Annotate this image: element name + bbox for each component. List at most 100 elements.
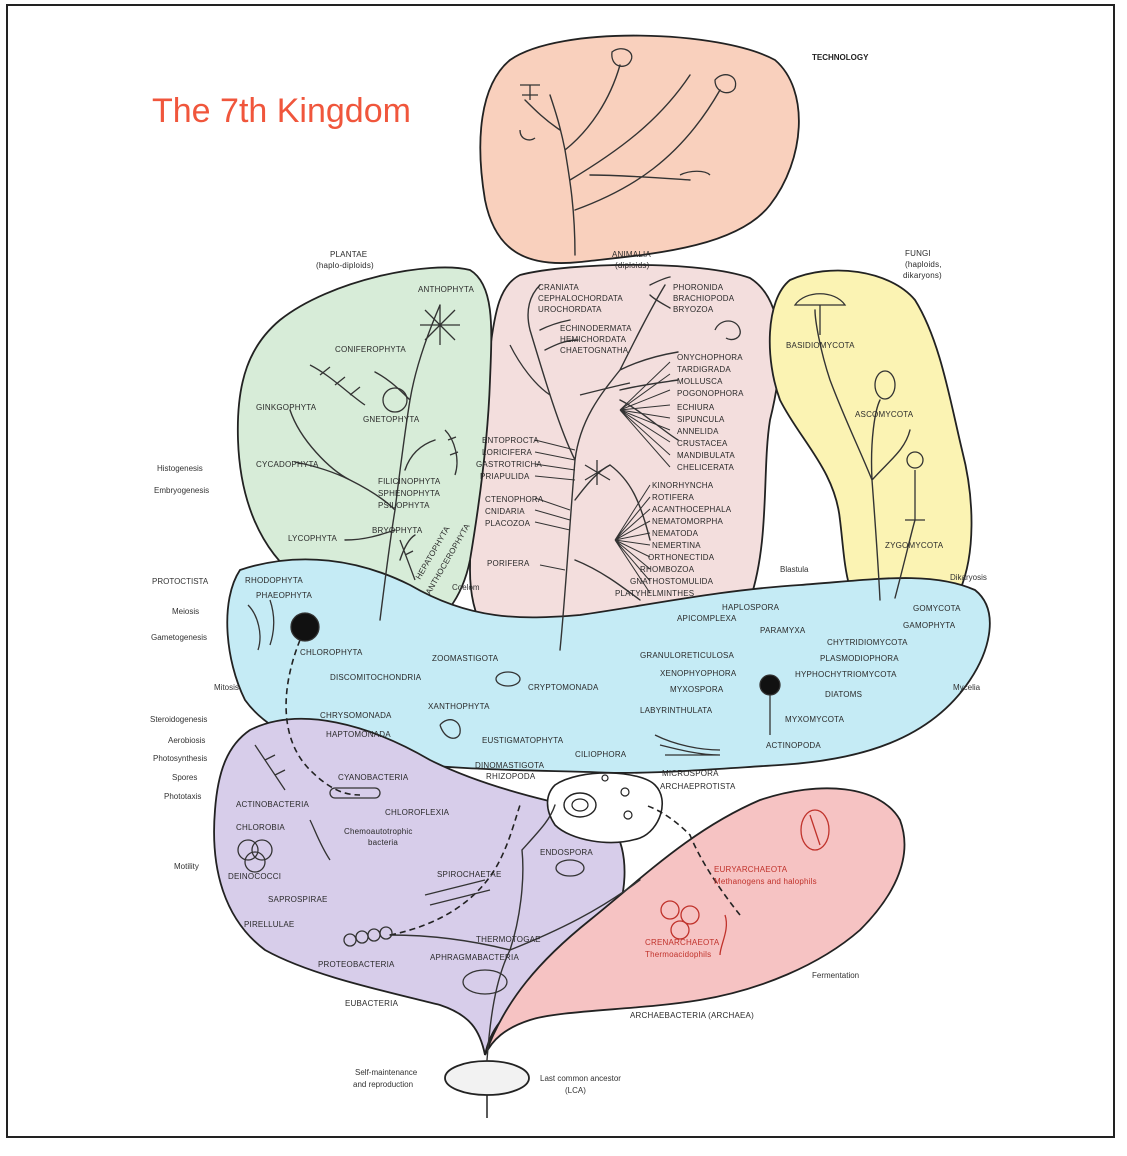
label-phototaxis: Phototaxis [164,792,201,801]
page-title: The 7th Kingdom [152,92,411,130]
label-aerobiosis: Aerobiosis [168,736,205,745]
eubacteria-phyla: CYANOBACTERIA ACTINOBACTERIA CHLOROFLEXI… [228,773,593,969]
phylum-label: ANNELIDA [677,427,719,436]
phylum-label: PLASMODIOPHORA [820,654,899,663]
phylum-label: BRACHIOPODA [673,294,735,303]
phylum-label: DINOMASTIGOTA [475,761,545,770]
kingdom-technology: TECHNOLOGY [812,53,869,62]
phylum-label: CHLOROFLEXIA [385,808,450,817]
phylum-label: CNIDARIA [485,507,525,516]
archaebacteria-blob [484,787,906,1056]
phylum-label: POGONOPHORA [677,389,744,398]
label-steroidogenesis: Steroidogenesis [150,715,207,724]
technology-branches [524,64,721,256]
phylum-label: XENOPHYOPHORA [660,669,737,678]
kingdom-plantae: PLANTAE [330,250,367,259]
kingdom-archaebacteria: ARCHAEBACTERIA (ARCHAEA) [630,1011,754,1020]
phylum-label: MANDIBULATA [677,451,735,460]
phylum-label: CONIFEROPHYTA [335,345,406,354]
phylum-label: Chemoautotrophic [344,827,413,836]
phylum-label: CHAETOGNATHA [560,346,629,355]
phylum-label: ARCHAEPROTISTA [660,782,736,791]
phylum-label: DIATOMS [825,690,862,699]
phylum-label: BRYOZOA [673,305,714,314]
eukaryote-cell [546,772,664,844]
label-mitosis: Mitosis [214,683,239,692]
phylum-label: ANTHOPHYTA [418,285,475,294]
phylum-label: EURYARCHAEOTA [714,865,788,874]
phylum-label: LORICIFERA [482,448,532,457]
organelle-icon [601,774,609,782]
phylum-label: CRYPTOMONADA [528,683,599,692]
phylum-label: DEINOCOCCI [228,872,281,881]
phylum-label: APICOMPLEXA [677,614,737,623]
phylum-label: GRANULORETICULOSA [640,651,735,660]
phylum-label: THERMOTOGAE [476,935,541,944]
phylum-label: ACTINOBACTERIA [236,800,309,809]
phylum-label: PLATYHELMINTHES [615,589,694,598]
phylum-label: PIRELLULAE [244,920,294,929]
phylum-label: Methanogens and halophils [714,877,817,886]
kingdom-fungi-sub2: dikaryons) [903,271,942,280]
label-lca-abbr: (LCA) [565,1086,586,1095]
animalia-phyla: CRANIATA CEPHALOCHORDATA UROCHORDATA PHO… [476,283,744,598]
phylum-label: Thermoacidophils [645,950,711,959]
label-embryogenesis: Embryogenesis [154,486,209,495]
phylum-label: LYCOPHYTA [288,534,338,543]
phylum-label: ENDOSPORA [540,848,593,857]
phylum-label: bacteria [368,838,398,847]
phylum-label: CTENOPHORA [485,495,544,504]
label-fermentation: Fermentation [812,971,859,980]
phylum-label: PARAMYXA [760,626,806,635]
phylum-label: GINKGOPHYTA [256,403,317,412]
phylum-label: CRUSTACEA [677,439,728,448]
plantae-branches [289,304,441,621]
phylum-label: PLACOZOA [485,519,531,528]
label-blastula: Blastula [780,565,809,574]
label-mycelia: Mycelia [953,683,981,692]
phylum-label: PORIFERA [487,559,530,568]
phylum-label: GAMOPHYTA [903,621,956,630]
phylum-label: DISCOMITOCHONDRIA [330,673,422,682]
phylum-label: ECHINODERMATA [560,324,632,333]
label-coelom: Coelom [452,583,480,592]
organelle-icon [620,787,630,797]
phylum-label: KINORHYNCHA [652,481,714,490]
phylum-label: ACTINOPODA [766,741,821,750]
phylum-label: CYCADOPHYTA [256,460,319,469]
plantae-blob [236,266,493,632]
phylum-label: HYPHOCHYTRIOMYCOTA [795,670,897,679]
phylum-label: ECHIURA [677,403,715,412]
phylum-label: MICROSPORA [662,769,719,778]
phylum-label: SPHENOPHYTA [378,489,441,498]
label-lca: Last common ancestor [540,1074,621,1083]
label-self-maintenance: Self-maintenance [355,1068,418,1077]
protoctista-phyla: RHODOPHYTA PHAEOPHYTA CHLOROPHYTA HAPLOS… [245,576,961,791]
label-dikaryosis: Dikaryosis [950,573,987,582]
phylum-label: MYXOSPORA [670,685,724,694]
phylum-label: PSILOPHYTA [378,501,430,510]
endosymbiosis-line-1 [285,639,361,796]
nucleolus-icon [571,798,589,812]
label-reproduction: and reproduction [353,1080,413,1089]
phylum-label: CHELICERATA [677,463,734,472]
phylum-label: ACANTHOCEPHALA [652,505,732,514]
organelle-icon [623,810,633,820]
phylum-label: CHRYSOMONADA [320,711,392,720]
phylum-label: RHIZOPODA [486,772,536,781]
phylum-label: ASCOMYCOTA [855,410,914,419]
organism-sketches [237,48,925,995]
phylum-label: HAPTOMONADA [326,730,391,739]
label-meiosis: Meiosis [172,607,199,616]
phylum-label: ZOOMASTIGOTA [432,654,499,663]
bacteria-branches [389,804,641,1061]
phylum-label: MYXOMYCOTA [785,715,845,724]
phylum-label: SAPROSPIRAE [268,895,328,904]
phylum-label: CYANOBACTERIA [338,773,409,782]
phylum-label: XANTHOPHYTA [428,702,490,711]
phylum-label: MOLLUSCA [677,377,723,386]
label-photosynthesis: Photosynthesis [153,754,207,763]
phylum-label: HEMICHORDATA [560,335,627,344]
phylum-label: GNATHOSTOMULIDA [630,577,714,586]
